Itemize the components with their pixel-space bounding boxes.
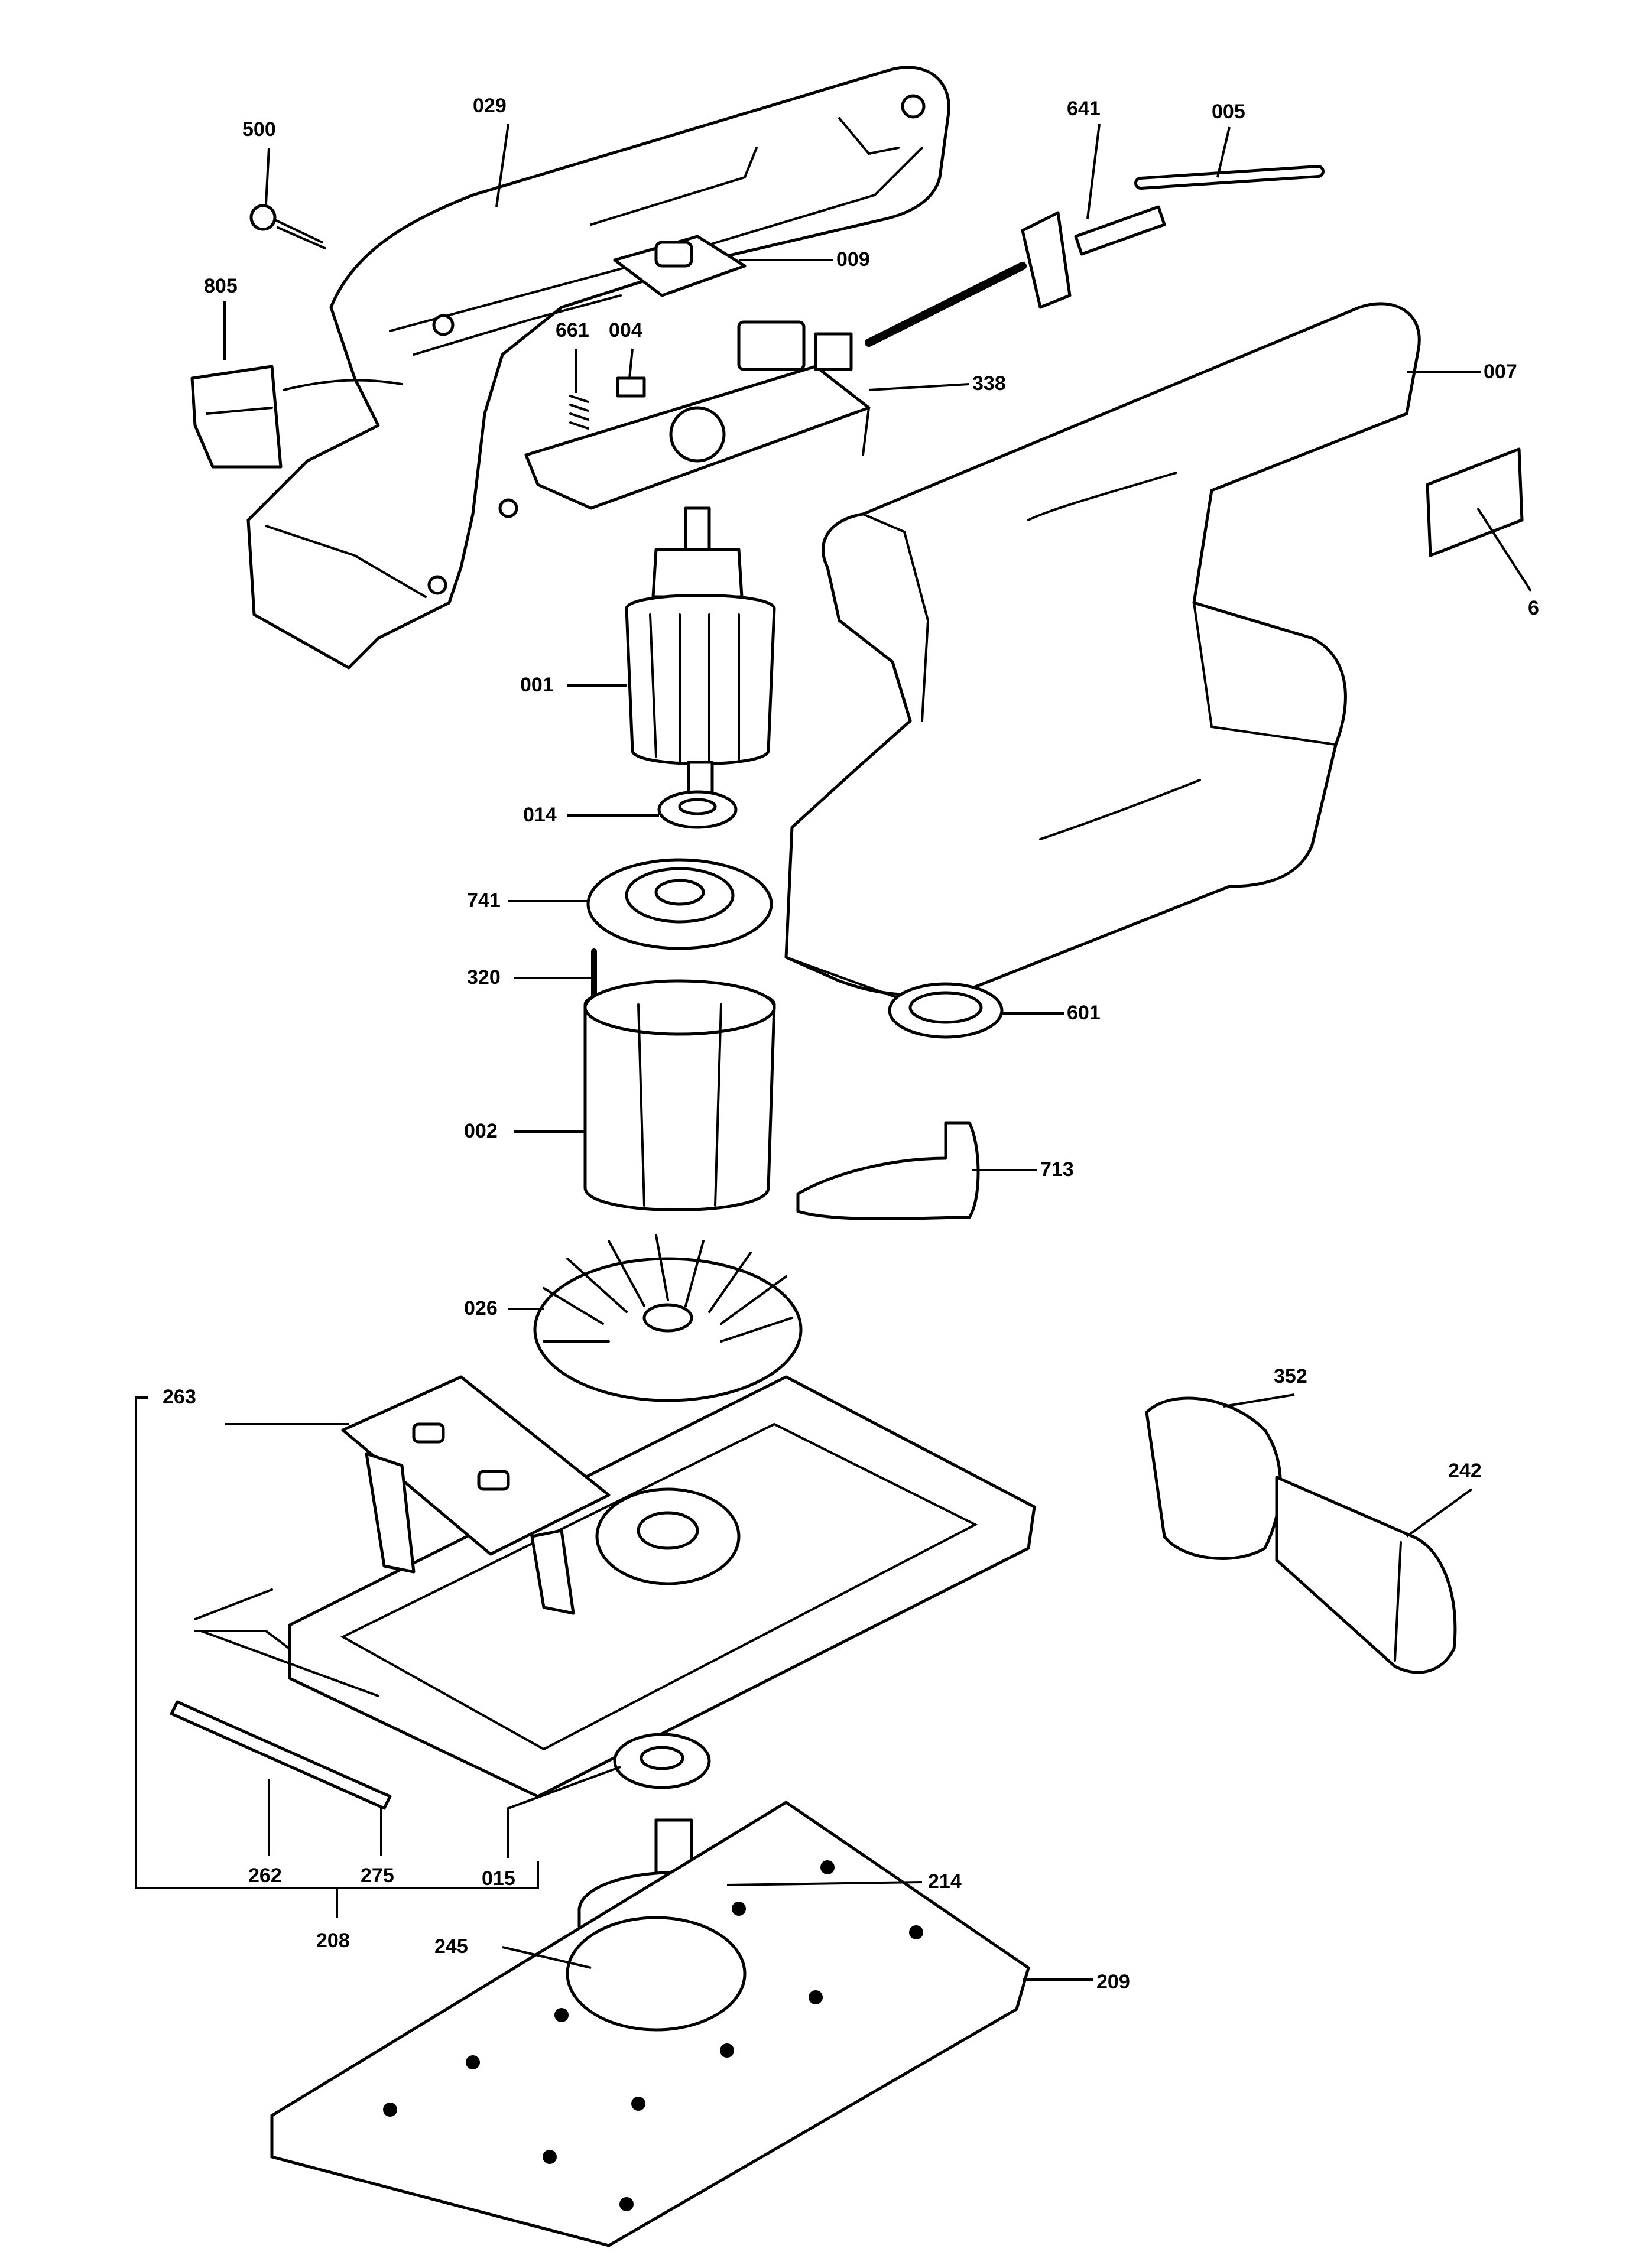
callout-015: 015 [482,1867,515,1890]
callout-001: 001 [520,674,554,696]
callout-004: 004 [609,319,642,342]
armature-001 [625,506,776,800]
callout-014: 014 [523,804,557,826]
callout-245: 245 [434,1935,468,1958]
switch-cap-805 [190,365,403,469]
callout-352: 352 [1274,1365,1307,1388]
spring-262 [170,1700,392,1810]
sanding-pad-209 [270,1801,1030,2247]
leader-lines [135,124,1532,1981]
power-cord-005 [1134,165,1325,190]
cord-guard-641 [865,205,1166,347]
dust-adapter-242 [1275,1476,1457,1674]
lower-housing-007 [784,302,1421,1006]
brush-004 [616,376,646,398]
callout-741: 741 [467,889,501,912]
wire-275 [194,1588,379,1697]
callout-029: 029 [473,95,507,117]
callout-6: 6 [1528,597,1539,619]
callout-500: 500 [242,118,276,141]
callout-601: 601 [1067,1002,1101,1024]
callout-005: 005 [1212,100,1245,123]
callout-002: 002 [464,1120,498,1142]
callout-208: 208 [316,1929,350,1952]
stator-002 [583,979,776,1211]
callout-320: 320 [467,966,501,989]
callout-338: 338 [972,372,1006,395]
upper-housing-029 [246,66,950,670]
screw-500 [249,204,326,249]
clip-713 [796,1121,980,1220]
callout-214: 214 [928,1870,962,1893]
callout-805: 805 [204,275,238,297]
callout-713: 713 [1040,1158,1074,1181]
dust-bag-352 [1145,1396,1282,1560]
callout-275: 275 [361,1864,394,1887]
callout-209: 209 [1096,1971,1130,1993]
callout-661: 661 [556,319,589,342]
bearing-015 [613,1733,711,1789]
callout-009: 009 [836,248,870,271]
callout-242: 242 [1448,1460,1482,1482]
label-plate-6 [1426,447,1524,557]
bearing-housing-741 [586,858,773,950]
seal-ring-601 [888,982,1004,1039]
callout-026: 026 [464,1297,498,1320]
base-assembly-208 [194,1375,1036,1798]
callout-labels: 029 500 641 005 009 805 661 004 338 007 … [163,95,1539,1993]
bearing-014 [657,790,738,829]
callout-641: 641 [1067,98,1101,120]
callout-007: 007 [1484,360,1517,383]
switch-plate-338 [524,320,871,510]
callout-262: 262 [248,1864,282,1887]
switch-009 [613,235,747,297]
callout-263: 263 [163,1386,196,1408]
bridge-263 [341,1375,611,1615]
fan-026 [533,1234,803,1402]
spring-661 [569,395,589,430]
